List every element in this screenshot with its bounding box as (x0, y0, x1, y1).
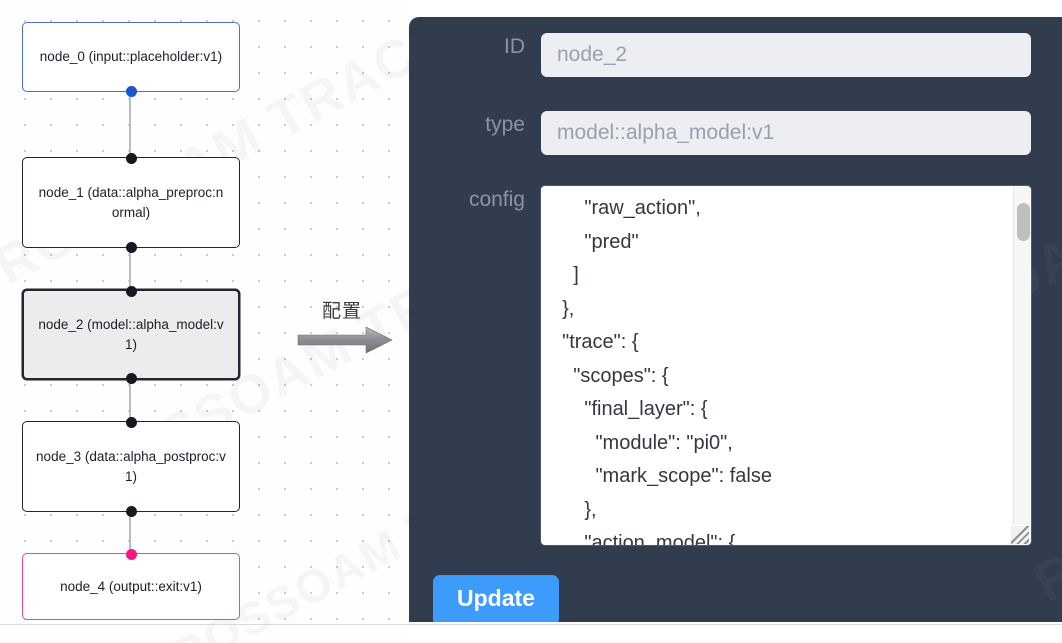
flow-node-label: node_3 (data::alpha_postproc:v1) (36, 448, 226, 484)
bottom-divider (0, 624, 1062, 625)
config-scrollbar-thumb[interactable] (1017, 203, 1030, 241)
annotation-配置: 配置 (286, 296, 406, 360)
node-handle-bottom-icon[interactable] (125, 372, 137, 384)
flow-node-node_1[interactable]: node_1 (data::alpha_preproc:normal) (22, 152, 240, 253)
id-field-label: ID (504, 35, 525, 58)
flow-canvas[interactable]: ROSSOAM TRACE ROSSOAM TRACE ROSSOAM TRAC… (0, 0, 409, 643)
arrow-right-icon (286, 325, 406, 360)
config-panel: ROSSOAM TRACE ROSSOAM TRACE ID type conf… (409, 17, 1062, 622)
field-row-config: config (421, 186, 1031, 545)
resize-grip-icon[interactable] (1011, 526, 1029, 544)
edge-node2-node3 (128, 380, 132, 421)
flow-node-label: node_2 (model::alpha_model:v1) (38, 316, 224, 352)
flow-node-label: node_4 (output::exit:v1) (60, 578, 202, 594)
node-handle-top-icon[interactable] (125, 416, 137, 428)
type-field-label: type (485, 113, 525, 136)
config-scrollbar[interactable] (1013, 187, 1030, 525)
node-handle-bottom-icon[interactable] (125, 241, 137, 253)
flow-node-node_4[interactable]: node_4 (output::exit:v1) (22, 548, 240, 620)
edge-node3-node4 (128, 512, 132, 553)
flow-node-node_0[interactable]: node_0 (input::placeholder:v1) (22, 22, 240, 97)
flow-node-label: node_1 (data::alpha_preproc:normal) (38, 184, 224, 220)
annotation-label: 配置 (321, 300, 362, 322)
node-handle-top-icon[interactable] (125, 152, 137, 164)
node-handle-bottom-icon[interactable] (125, 505, 137, 517)
node-handle-top-icon[interactable] (125, 548, 137, 560)
node-handle-top-icon[interactable] (125, 285, 137, 297)
field-row-type: type (421, 111, 1031, 155)
config-textarea[interactable] (541, 186, 1031, 545)
id-input[interactable] (541, 33, 1031, 77)
flow-node-node_2[interactable]: node_2 (model::alpha_model:v1) (22, 285, 240, 384)
field-row-id: ID (421, 33, 1031, 77)
config-field-label: config (468, 188, 525, 211)
edge-node0-node1 (128, 92, 132, 157)
node-handle-bottom-icon[interactable] (125, 85, 137, 97)
edge-node1-node2 (128, 248, 132, 289)
update-button[interactable]: Update (433, 575, 559, 622)
flow-node-label: node_0 (input::placeholder:v1) (39, 49, 223, 64)
config-textarea-wrapper (541, 186, 1031, 545)
type-input[interactable] (541, 111, 1031, 155)
flow-node-node_3[interactable]: node_3 (data::alpha_postproc:v1) (22, 416, 240, 517)
